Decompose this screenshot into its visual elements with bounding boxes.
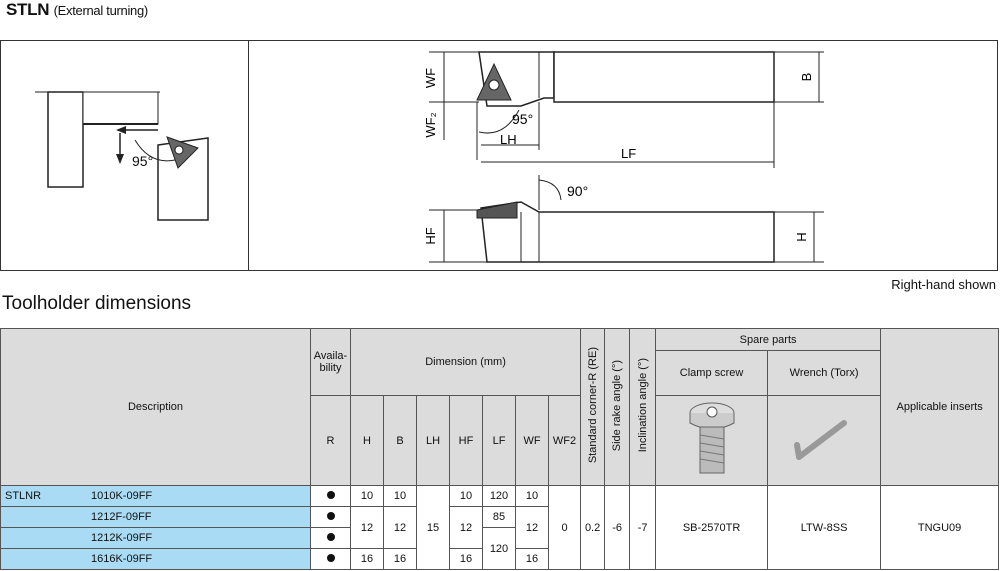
subheader-wf2: WF2 [547,395,582,486]
top-view-angle-label: 95° [512,111,533,127]
product-code: STLN [6,0,50,19]
left-view-drawing: 95° [35,91,209,221]
wrench-image [767,395,882,486]
cell-inclination: -7 [629,485,657,570]
cell-wf2: 0 [547,485,582,570]
product-subtitle: (External turning) [53,3,149,18]
lf-label: LF [621,146,636,161]
cell-lf: 120 [482,527,516,570]
b-label: B [799,73,814,82]
row-description-3: 1212K-09FF [0,527,311,549]
cell-side-rake: -6 [604,485,631,570]
wf-label: WF [423,68,438,88]
row-description-2: 1212F-09FF [0,506,311,528]
cell-lf: 85 [482,506,516,528]
section-title: Toolholder dimensions [2,293,192,314]
row-description-4: 1616K-09FF [0,548,311,570]
cell-wf: 10 [515,485,549,507]
subheader-hf: HF [449,395,483,486]
cell-wrench: LTW-8SS [767,485,882,570]
cell-lh: 15 [416,485,450,570]
cell-corner-r: 0.2 [580,485,606,570]
cell-h: 10 [350,485,384,507]
cell-b: 12 [383,506,417,549]
cell-h: 16 [350,548,384,570]
cell-wf: 16 [515,548,549,570]
cell-clamp-screw: SB-2570TR [655,485,769,570]
lh-label: LH [500,132,517,147]
cell-lf: 120 [482,485,516,507]
header-inclination: Inclination angle (°) [629,328,657,486]
header-wrench: Wrench (Torx) [767,350,882,396]
wrench-icon [794,420,848,460]
subheader-lf: LF [482,395,516,486]
header-corner-r: Standard corner-R (RE) [580,328,606,486]
subheader-h: H [350,395,384,486]
cell-b: 10 [383,485,417,507]
header-clamp-screw: Clamp screw [655,350,769,396]
wf2-label: WF₂ [423,112,438,137]
cell-hf: 12 [449,506,483,549]
header-description: Description [0,328,311,486]
header-spare-parts: Spare parts [655,327,882,352]
cell-wf: 12 [515,506,549,549]
side-view-angle-label: 90° [567,183,588,199]
availability-dot [310,506,351,528]
cell-h: 12 [350,506,384,549]
left-view-angle-label: 95° [132,153,153,169]
cell-hf: 16 [449,548,483,570]
subheader-wf: WF [515,395,549,486]
cell-hf: 10 [449,485,483,507]
right-view-drawing: WF WF₂ 95° LH LF B 90° HF H [423,51,824,263]
cell-b: 16 [383,548,417,570]
subheader-r: R [310,395,351,486]
page-title: STLN (External turning) [6,0,148,20]
header-availability: Availa-bility [310,328,351,396]
availability-dot [310,485,351,507]
availability-dot [310,548,351,570]
h-label: H [794,232,809,241]
drawing-divider [248,40,249,271]
right-hand-note: Right-hand shown [891,277,996,292]
drawing-frame [0,40,998,271]
header-dimension: Dimension (mm) [349,328,582,396]
header-side-rake: Side rake angle (°) [604,328,631,486]
clamp-screw-image [655,395,769,486]
subheader-lh: LH [416,395,450,486]
subheader-b: B [383,395,417,486]
header-inserts: Applicable inserts [880,328,1000,486]
dimensions-table: Description Availa-bility Dimension (mm)… [0,327,1000,570]
cell-insert: TNGU09 [880,485,1000,570]
screw-icon [689,402,735,474]
availability-dot [310,527,351,549]
hf-label: HF [423,227,438,244]
